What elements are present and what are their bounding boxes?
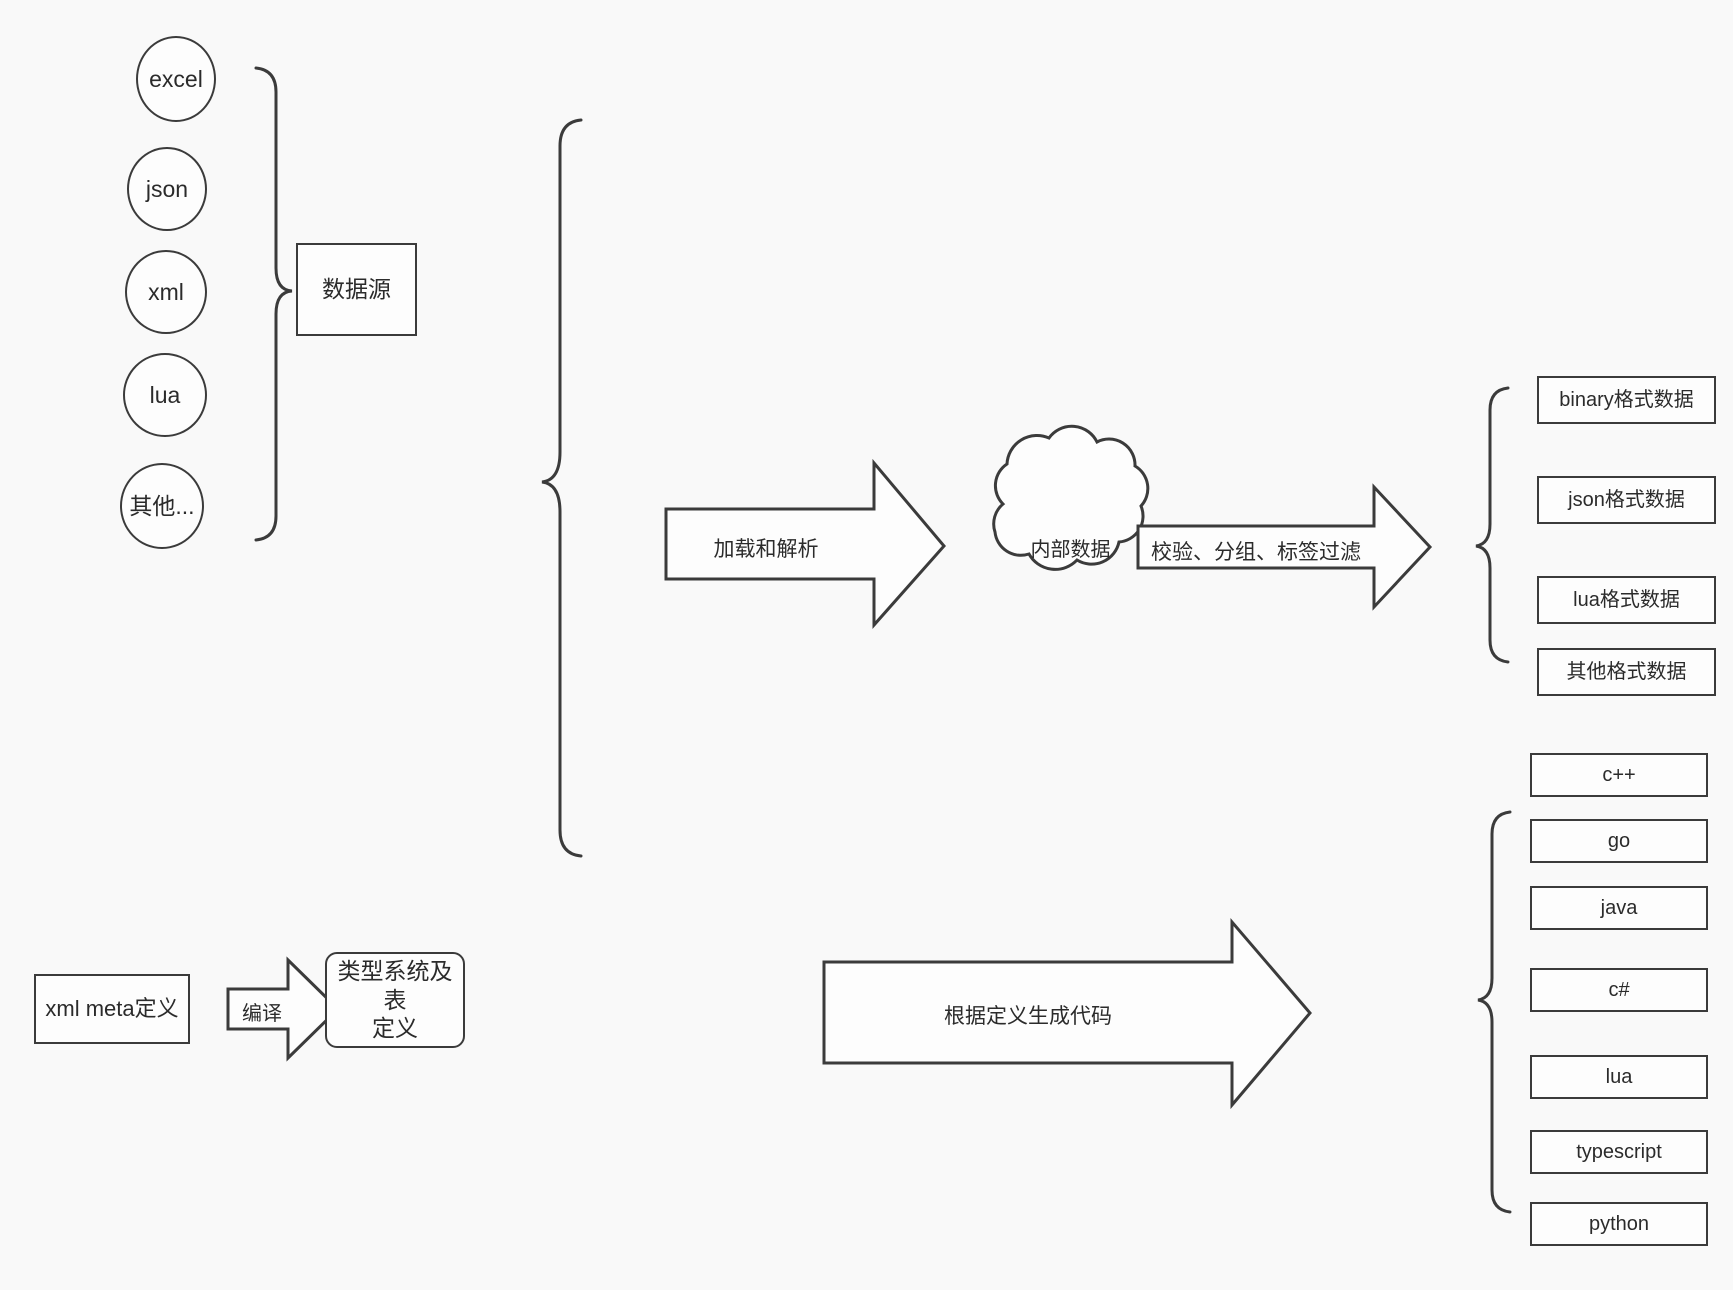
cloud-text: 内部数据	[1030, 539, 1111, 561]
data-output-lua[interactable]: lua格式数据	[1537, 576, 1716, 624]
code-output-label: java	[1600, 896, 1638, 919]
type-system-label: 类型系统及表 定义	[337, 957, 453, 1042]
code-output-java[interactable]: java	[1530, 886, 1708, 930]
code-output-typescript[interactable]: typescript	[1530, 1130, 1708, 1174]
code-output-lua[interactable]: lua	[1530, 1055, 1708, 1099]
compile-text: 编译	[242, 1003, 282, 1025]
source-label: 其他...	[129, 492, 195, 519]
compile-arrow-label: 编译	[222, 997, 302, 1026]
source-label: excel	[149, 65, 203, 92]
code-output-brace	[1477, 810, 1512, 1214]
code-output-label: typescript	[1576, 1140, 1662, 1163]
cloud-label: 内部数据	[1003, 533, 1138, 562]
load-parse-text: 加载和解析	[713, 538, 819, 561]
source-label: xml	[148, 278, 184, 305]
code-output-label: c++	[1602, 763, 1636, 786]
validate-filter-arrow-label: 校验、分组、标签过滤	[1138, 536, 1374, 566]
source-group-brace	[254, 66, 293, 542]
source-node-xml[interactable]: xml	[125, 250, 207, 334]
xml-meta-label: xml meta定义	[45, 996, 179, 1022]
codegen-text: 根据定义生成代码	[944, 1005, 1112, 1028]
code-output-label: c#	[1608, 978, 1630, 1001]
source-node-other[interactable]: 其他...	[120, 463, 204, 549]
data-output-label: json格式数据	[1568, 488, 1685, 511]
inputs-group-brace	[541, 118, 583, 858]
validate-filter-text: 校验、分组、标签过滤	[1151, 541, 1361, 564]
source-label: lua	[149, 381, 181, 408]
data-output-label: binary格式数据	[1559, 388, 1694, 411]
code-output-label: go	[1607, 829, 1631, 852]
data-output-label: lua格式数据	[1573, 588, 1680, 611]
code-output-label: python	[1588, 1212, 1650, 1235]
codegen-arrow-label: 根据定义生成代码	[824, 1000, 1232, 1030]
xml-meta-box[interactable]: xml meta定义	[34, 974, 190, 1044]
data-output-json[interactable]: json格式数据	[1537, 476, 1716, 524]
data-output-other[interactable]: 其他格式数据	[1537, 648, 1716, 696]
code-output-csharp[interactable]: c#	[1530, 968, 1708, 1012]
type-system-box[interactable]: 类型系统及表 定义	[325, 952, 465, 1048]
data-source-box[interactable]: 数据源	[296, 243, 417, 336]
source-node-lua[interactable]: lua	[123, 353, 207, 437]
source-label: json	[145, 175, 189, 202]
code-output-go[interactable]: go	[1530, 819, 1708, 863]
data-output-brace	[1475, 386, 1510, 664]
source-node-excel[interactable]: excel	[136, 36, 216, 122]
load-parse-arrow-label: 加载和解析	[666, 533, 866, 563]
code-output-label: lua	[1605, 1065, 1633, 1088]
data-source-label: 数据源	[322, 276, 391, 303]
data-output-binary[interactable]: binary格式数据	[1537, 376, 1716, 424]
data-output-label: 其他格式数据	[1566, 660, 1687, 683]
source-node-json[interactable]: json	[127, 147, 207, 231]
code-output-python[interactable]: python	[1530, 1202, 1708, 1246]
code-output-cpp[interactable]: c++	[1530, 753, 1708, 797]
